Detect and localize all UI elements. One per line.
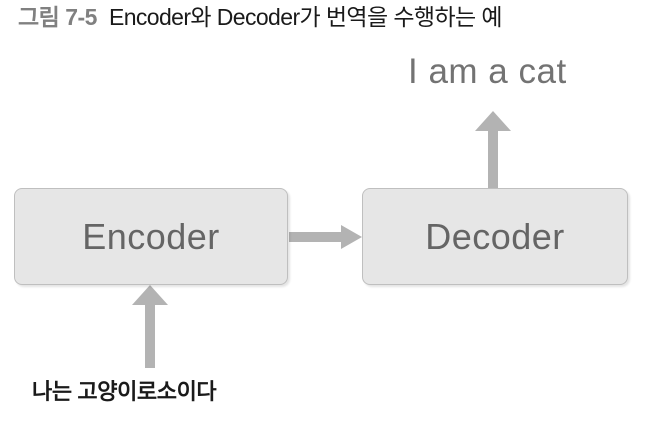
- decoder-node[interactable]: Decoder: [362, 188, 628, 285]
- input-sentence-text: 나는 고양이로소이다: [32, 379, 217, 404]
- encoder-node-label: Encoder: [82, 215, 220, 257]
- figure-caption-title: Encoder와 Decoder가 번역을 수행하는 예: [108, 4, 503, 30]
- encoder-node[interactable]: Encoder: [14, 188, 288, 285]
- arrow-decoder-to-output: [475, 111, 511, 188]
- figure-caption: 그림 7-5 Encoder와 Decoder가 번역을 수행하는 예: [18, 4, 503, 30]
- figure-caption-number: 그림 7-5: [18, 4, 97, 30]
- output-sentence-text: I am a cat: [408, 52, 567, 91]
- decoder-node-label: Decoder: [425, 215, 565, 257]
- arrow-input-to-encoder: [132, 285, 168, 368]
- arrow-encoder-to-decoder: [289, 225, 362, 249]
